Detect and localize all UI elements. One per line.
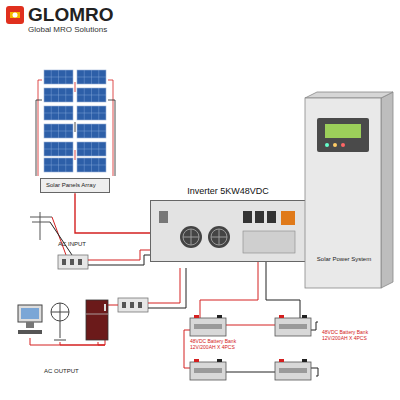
batteries	[190, 315, 311, 380]
utility-pole	[30, 212, 72, 255]
battery-note: 48VDC Battery Bank 12V/200AH X 4PCS	[322, 330, 388, 342]
panel-wires	[36, 80, 115, 176]
computer	[18, 305, 42, 334]
solar-panels	[44, 70, 106, 172]
node-label: Solar Power System	[309, 256, 379, 263]
inverter-heading: Inverter 5KW48VDC	[150, 186, 306, 197]
combiner-box: Solar Panels Array	[40, 178, 110, 193]
logo-icon	[6, 6, 24, 24]
inverter-body	[150, 200, 306, 262]
ac-output-wires	[30, 268, 186, 345]
inverter-box: Inverter 5KW48VDC	[150, 186, 306, 262]
refrigerator	[86, 300, 108, 340]
ac-input-breaker	[58, 255, 88, 269]
brand-name: GLOMRO	[28, 4, 114, 26]
section-label: AC OUTPUT	[44, 368, 79, 375]
ac-output-breaker	[118, 298, 148, 312]
node-label: Solar Panels Array	[46, 182, 104, 189]
battery-note: 48VDC Battery Bank 12V/200AH X 4PCS	[190, 339, 252, 351]
inverter-terminals	[151, 201, 305, 261]
fan	[51, 303, 69, 340]
section-label: AC INPUT	[58, 241, 86, 248]
brand-tagline: Global MRO Solutions	[28, 25, 107, 34]
solar-power-unit: Solar Power System	[303, 90, 395, 290]
wire-connector	[75, 193, 150, 233]
battery-wires	[184, 262, 318, 376]
